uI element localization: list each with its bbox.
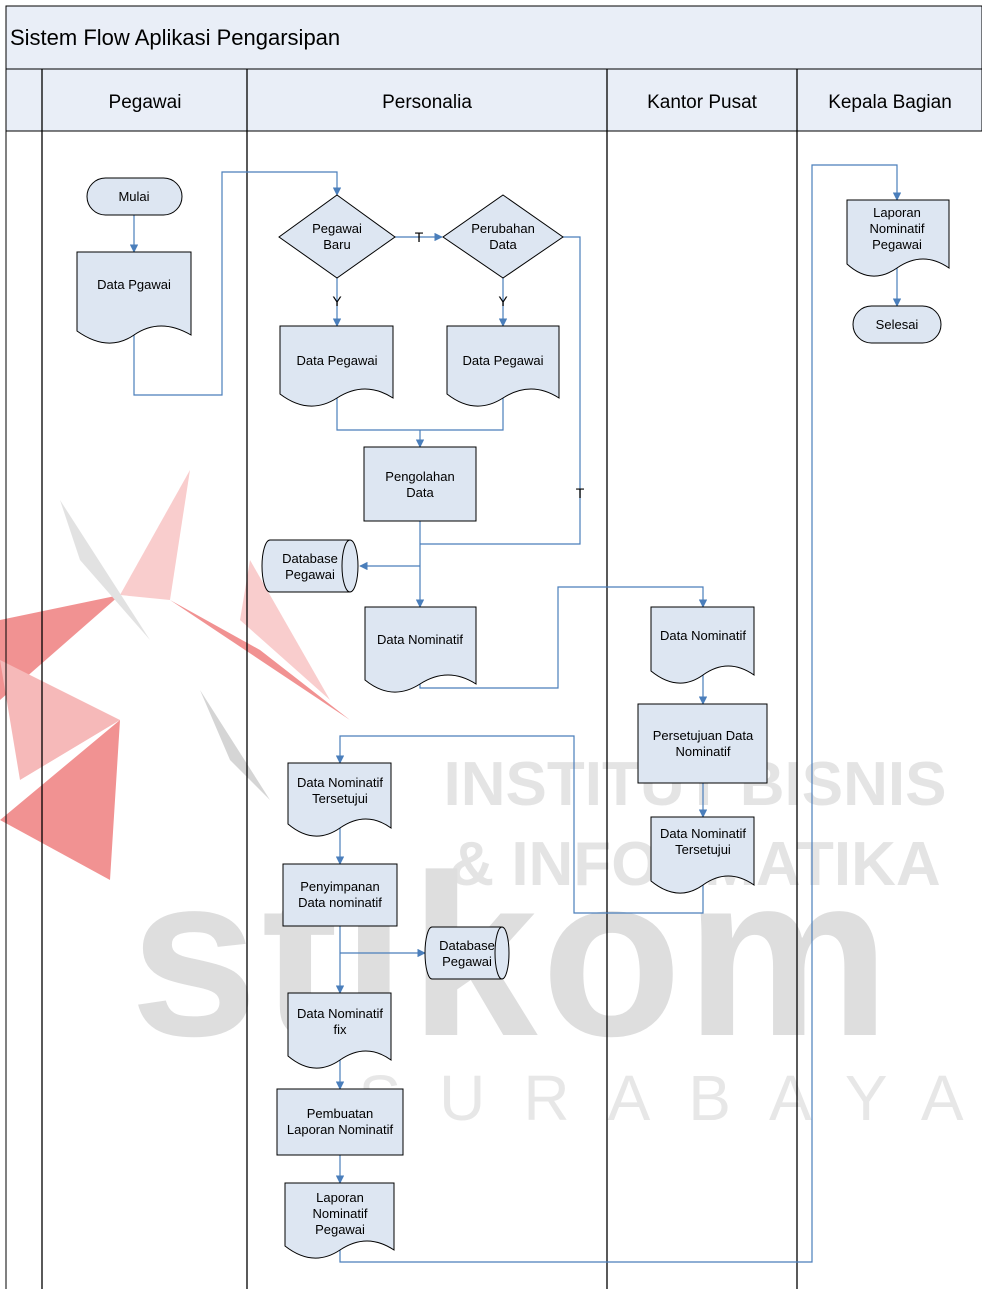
process-pembuatan-laporan <box>276 1088 404 1156</box>
document-laporan-personalia <box>284 1182 395 1259</box>
title-bar <box>5 5 982 70</box>
process-persetujuan <box>637 703 768 784</box>
label-laporan-k-3: Pegawai <box>872 237 922 252</box>
document-nominatif-tersetujui-kp <box>650 816 755 894</box>
label-tersetujui-kp-2: Tersetujui <box>675 842 731 857</box>
label-perubahan-1: Perubahan <box>471 221 535 236</box>
label-persetujuan-1: Persetujuan Data <box>653 728 754 743</box>
label-data-pegawai-1: Data Pegawai <box>297 353 378 368</box>
swimlane-frame: Sistem Flow Aplikasi Pengarsipan Pegawai… <box>5 5 982 1289</box>
lane-header-row <box>5 68 982 132</box>
label-tersetujui-kp-1: Data Nominatif <box>660 826 746 841</box>
label-fix-1: Data Nominatif <box>297 1006 383 1021</box>
document-data-nominatif-2 <box>650 606 755 684</box>
star-logo-icon <box>0 470 350 880</box>
document-nominatif-fix <box>287 992 392 1069</box>
lane-header-personalia: Personalia <box>382 92 472 113</box>
lane-header-kantor-pusat: Kantor Pusat <box>647 92 758 113</box>
edge-nominatif-to-kantor <box>419 586 708 689</box>
lane-header-pegawai: Pegawai <box>109 92 182 113</box>
label-laporan-k-2: Nominatif <box>870 221 925 236</box>
label-laporan-p-2: Nominatif <box>313 1206 368 1221</box>
label-pengolahan-2: Data <box>406 485 434 500</box>
edge-label-t-perubahan: T <box>576 485 585 501</box>
label-pembuatan-1: Pembuatan <box>307 1106 374 1121</box>
watermark-logo-text: stikom <box>130 827 890 1084</box>
edge-label-t-decision: T <box>415 229 424 245</box>
label-tersetujui-p-1: Data Nominatif <box>297 775 383 790</box>
terminator-selesai <box>852 305 942 344</box>
label-database-2a: Database <box>439 938 495 953</box>
label-database-2b: Pegawai <box>442 954 492 969</box>
edge-label-y-perubahan: Y <box>498 293 508 309</box>
edge-label-y-pegawai-baru: Y <box>332 293 342 309</box>
document-data-pgawai <box>76 251 192 344</box>
connectors <box>129 164 902 1263</box>
process-penyimpanan <box>282 863 398 927</box>
process-pengolahan-data <box>363 446 477 522</box>
label-pegawai-baru-2: Baru <box>323 237 350 252</box>
label-laporan-p-1: Laporan <box>316 1190 364 1205</box>
edge-tersetujui-back <box>335 735 704 914</box>
label-data-nominatif-2: Data Nominatif <box>660 628 746 643</box>
edge-laporan-to-kepala <box>339 164 902 1263</box>
label-laporan-k-1: Laporan <box>873 205 921 220</box>
edge-perubahan-t <box>420 236 581 545</box>
diagram-title: Sistem Flow Aplikasi Pengarsipan <box>10 25 340 50</box>
document-data-pegawai-2 <box>446 325 560 407</box>
label-fix-2: fix <box>334 1022 348 1037</box>
label-laporan-p-3: Pegawai <box>315 1222 365 1237</box>
label-perubahan-2: Data <box>489 237 517 252</box>
watermark-city: SURABAYA <box>358 1062 982 1134</box>
label-penyimpanan-2: Data nominatif <box>298 895 382 910</box>
watermark-logo: INSTITUT BISNIS & INFORMATIKA stikom SUR… <box>0 470 982 1134</box>
terminator-mulai <box>86 177 183 216</box>
document-nominatif-tersetujui-p <box>287 762 392 837</box>
label-data-nominatif-1: Data Nominatif <box>377 632 463 647</box>
document-laporan-kepala <box>846 199 950 277</box>
storage-database-pegawai-1 <box>261 539 359 593</box>
label-mulai: Mulai <box>118 189 149 204</box>
edge-data-to-decision <box>133 171 342 396</box>
label-pegawai-baru-1: Pegawai <box>312 221 362 236</box>
label-database-1a: Database <box>282 551 338 566</box>
label-pengolahan-1: Pengolahan <box>385 469 454 484</box>
decision-perubahan-data <box>442 194 564 279</box>
label-pembuatan-2: Laporan Nominatif <box>287 1122 394 1137</box>
label-data-pgawai: Data Pgawai <box>97 277 171 292</box>
label-selesai: Selesai <box>876 317 919 332</box>
document-data-nominatif-1 <box>364 606 477 693</box>
lane-header-kepala-bagian: Kepala Bagian <box>828 92 952 113</box>
label-persetujuan-2: Nominatif <box>676 744 731 759</box>
storage-database-pegawai-2 <box>424 926 510 980</box>
label-database-1b: Pegawai <box>285 567 335 582</box>
label-penyimpanan-1: Penyimpanan <box>300 879 380 894</box>
document-data-pegawai-1 <box>279 325 394 407</box>
label-tersetujui-p-2: Tersetujui <box>312 791 368 806</box>
label-data-pegawai-2: Data Pegawai <box>463 353 544 368</box>
decision-pegawai-baru <box>278 194 396 279</box>
